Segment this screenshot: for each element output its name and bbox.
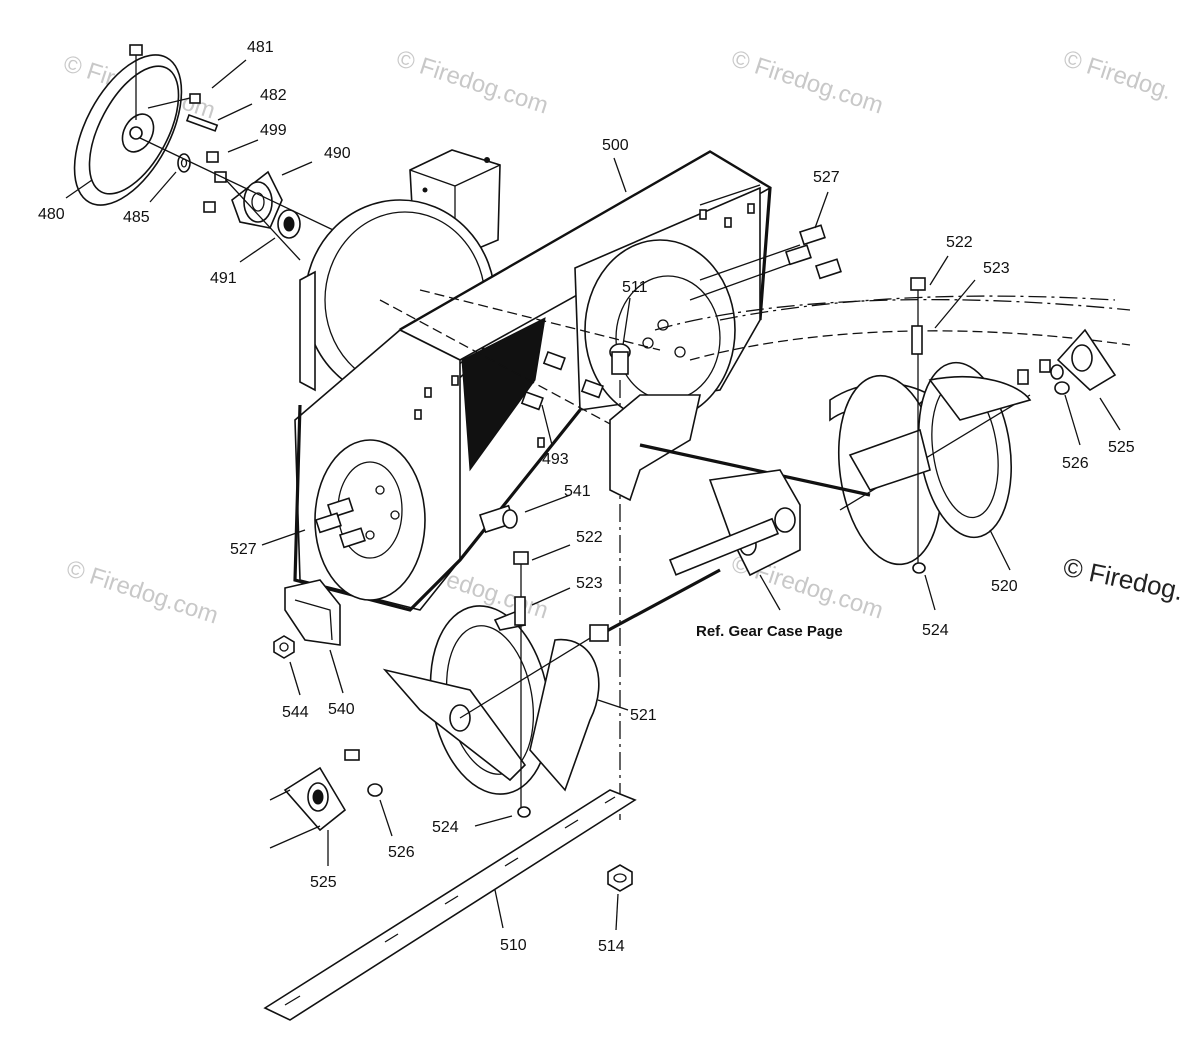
callout-525-right: 525: [1108, 439, 1135, 456]
callout-541: 541: [564, 483, 591, 500]
callout-526-left: 526: [388, 844, 415, 861]
callout-481: 481: [247, 39, 274, 56]
gear-case: [589, 394, 871, 642]
washer-485: [177, 153, 191, 173]
leader-lines: [65, 59, 1121, 931]
auger-521: [382, 605, 609, 795]
callout-523-right: 523: [983, 260, 1010, 277]
watermark: © Firedog.com: [393, 45, 551, 119]
bolts-527-top: [689, 224, 842, 301]
shear-bolt-522-right: [910, 277, 926, 574]
bolt-541: [478, 504, 518, 534]
callout-520: 520: [991, 578, 1018, 595]
callout-490: 490: [324, 145, 351, 162]
callout-522-left: 522: [576, 529, 603, 546]
bearing-491: [277, 209, 301, 239]
callout-480: 480: [38, 206, 65, 223]
callout-540: 540: [328, 701, 355, 718]
shear-bolt-522-left: [513, 551, 531, 818]
scraper-bar-510: [263, 789, 637, 1021]
bearing-flange-490: [231, 170, 283, 229]
corner-watermark: © Firedog.: [1061, 552, 1180, 607]
callout-485: 485: [123, 209, 150, 226]
callout-523-left: 523: [576, 575, 603, 592]
callout-522-right: 522: [946, 234, 973, 251]
callout-491: 491: [210, 270, 237, 287]
auger-housing-500: [293, 149, 772, 612]
callout-527-left: 527: [230, 541, 257, 558]
callout-514: 514: [598, 938, 625, 955]
callout-499: 499: [260, 122, 287, 139]
callout-525-left: 525: [310, 874, 337, 891]
callout-524-right: 524: [922, 622, 949, 639]
bolts-527-left: [314, 497, 366, 549]
watermark: © Firedog.: [1060, 45, 1175, 105]
spacer-511: [609, 343, 631, 375]
callout-527-top: 527: [813, 169, 840, 186]
callout-521: 521: [630, 707, 657, 724]
callout-493: 493: [542, 451, 569, 468]
ref-gear-case-note: Ref. Gear Case Page: [696, 623, 843, 640]
watermark: © Firedog.com: [63, 555, 221, 629]
nut-514: [607, 864, 633, 892]
callout-500: 500: [602, 137, 629, 154]
bolt-481: [129, 44, 143, 120]
pulley-480: [73, 54, 183, 206]
callout-510: 510: [500, 937, 527, 954]
callout-511: 511: [622, 279, 648, 296]
callout-526-right: 526: [1062, 455, 1089, 472]
key-482: [147, 93, 219, 132]
bracket-540: [284, 579, 341, 646]
nut-544: [273, 635, 295, 659]
carriage-bolts-493: [520, 350, 604, 411]
callout-482: 482: [260, 87, 287, 104]
bearing-flange-525-right: [1050, 328, 1117, 395]
assembly-lines: [379, 289, 1131, 820]
bearing-flange-525-left: [269, 749, 383, 849]
callout-524-left: 524: [432, 819, 459, 836]
nuts-499: [139, 137, 351, 261]
auger-520: [829, 359, 1051, 566]
callout-numbers: 481 482 499 490 480 485 491 500 527 522 …: [38, 39, 1135, 955]
callout-544: 544: [282, 704, 309, 721]
watermark: © Firedog.com: [728, 45, 886, 119]
